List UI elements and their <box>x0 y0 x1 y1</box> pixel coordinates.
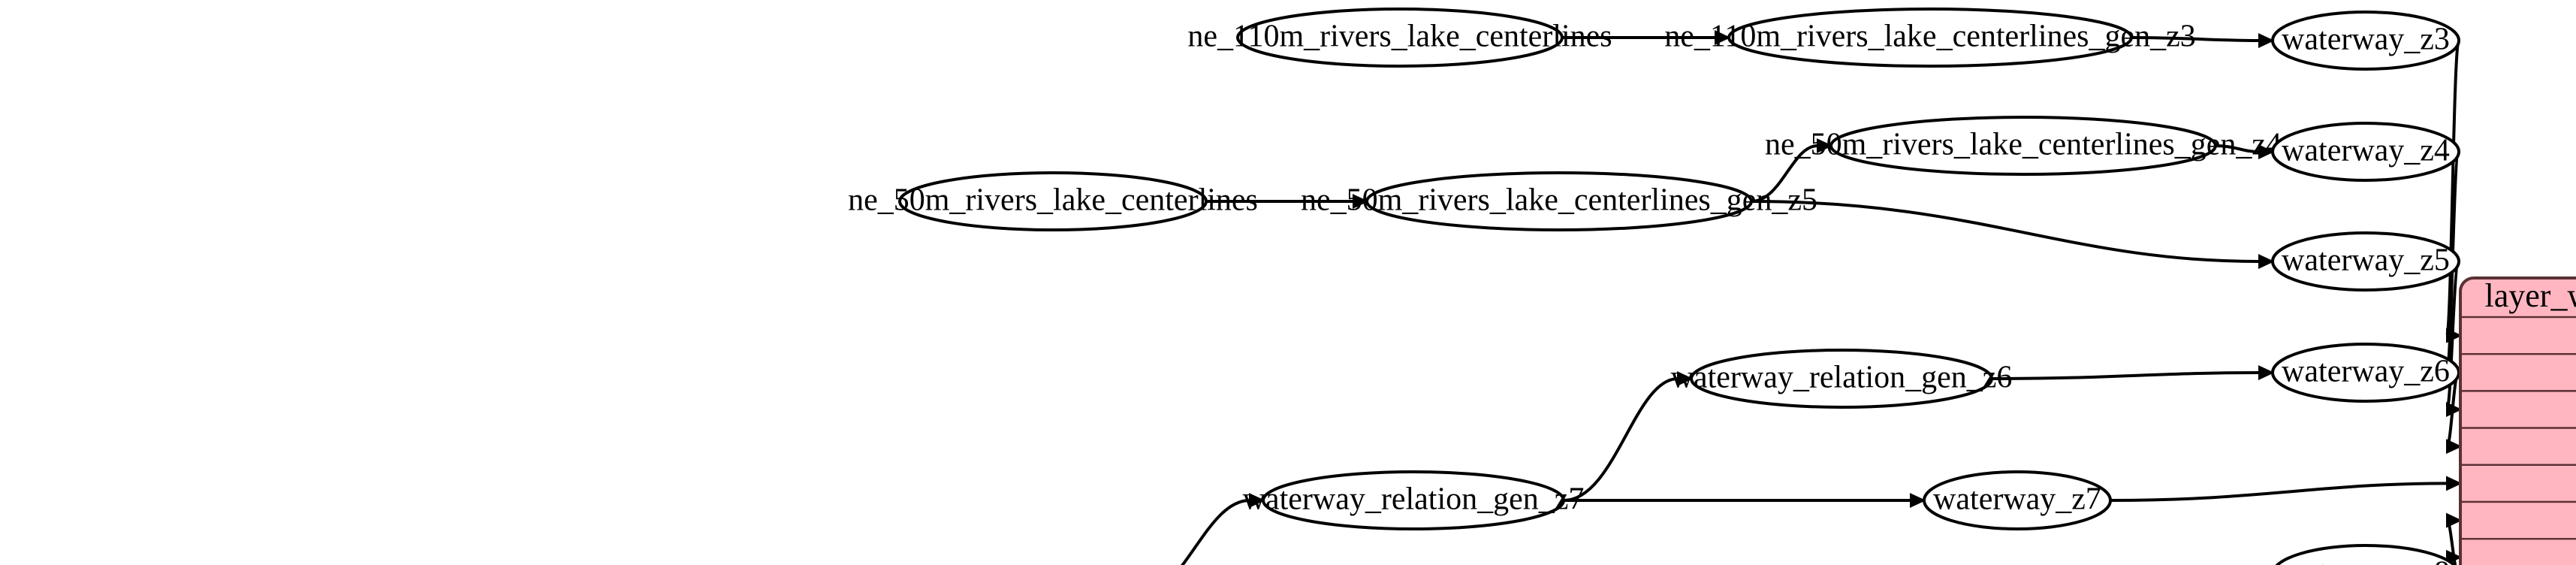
node-shape-waterway_relation_gen_z6 <box>1690 349 1993 409</box>
arrow-head-icon <box>1677 371 1694 386</box>
node-waterway_relation_gen_z6[interactable]: waterway_relation_gen_z6 <box>1671 349 2013 409</box>
nodes-layer: imposm3osm_waterway_relationosm_waterway… <box>848 8 2460 565</box>
edge-waterway_relation_gen_z8-to-waterway_relation_gen_z7 <box>1180 499 1250 565</box>
layer-waterway-outline <box>2459 276 2576 565</box>
layer-waterway-row-z8[interactable] <box>2460 500 2576 540</box>
layer-waterway-row-z3[interactable] <box>2460 316 2576 355</box>
arrow-head-icon <box>2258 33 2275 48</box>
node-waterway_z6[interactable]: waterway_z6 <box>2271 343 2460 403</box>
node-label-ne_110m_rivers_lake_centerlines: ne_110m_rivers_lake_centerlines <box>1187 20 1612 54</box>
node-label-waterway_relation_gen_z6: waterway_relation_gen_z6 <box>1671 361 2013 395</box>
node-ne_50m_rivers_lake_centerlines_gen_z4[interactable]: ne_50m_rivers_lake_centerlines_gen_z4 <box>1765 116 2282 176</box>
node-ne_110m_rivers_lake_centerlines[interactable]: ne_110m_rivers_lake_centerlines <box>1187 8 1612 68</box>
edge-waterway_relation_gen_z7-to-waterway_relation_gen_z6 <box>1563 377 1679 502</box>
layer-waterway-row-z5[interactable] <box>2460 390 2576 429</box>
node-shape-waterway_z8 <box>2275 544 2457 565</box>
node-shape-waterway_z7 <box>1923 470 2112 530</box>
arrow-head-icon <box>1910 493 1926 508</box>
node-shape-waterway_z3 <box>2271 11 2460 71</box>
node-ne_50m_rivers_lake_centerlines[interactable]: ne_50m_rivers_lake_centerlines <box>848 171 1258 231</box>
node-label-waterway_relation_gen_z7: waterway_relation_gen_z7 <box>1243 482 1585 517</box>
node-shape-ne_110m_rivers_lake_centerlines <box>1236 8 1564 68</box>
node-shape-ne_110m_rivers_lake_centerlines_gen_z3 <box>1727 8 2133 68</box>
layer-waterway-row-z9[interactable] <box>2460 538 2576 565</box>
node-waterway_relation_gen_z7[interactable]: waterway_relation_gen_z7 <box>1243 470 1585 530</box>
arrow-head-icon <box>1817 138 1833 153</box>
node-waterway_z7[interactable]: waterway_z7 <box>1923 470 2112 530</box>
edge-ne_110m_rivers_lake_centerlines_gen_z3-to-waterway_z3 <box>2131 36 2260 42</box>
node-waterway_z8[interactable]: waterway_z8 <box>2273 544 2459 565</box>
edge-ne_50m_rivers_lake_centerlines_gen_z5-to-ne_50m_rivers_lake_centerlines_gen_z4 <box>1751 144 1818 203</box>
node-label-ne_110m_rivers_lake_centerlines_gen_z3: ne_110m_rivers_lake_centerlines_gen_z3 <box>1664 20 2196 54</box>
layer-waterway-row-z6[interactable] <box>2460 427 2576 466</box>
node-shape-ne_50m_rivers_lake_centerlines_gen_z5 <box>1365 171 1753 231</box>
node-label-waterway_z4: waterway_z4 <box>2282 134 2450 168</box>
node-waterway_z3[interactable]: waterway_z3 <box>2271 11 2460 71</box>
edge-ne_50m_rivers_lake_centerlines_gen_z5-to-waterway_z5 <box>1751 200 2260 263</box>
node-label-ne_50m_rivers_lake_centerlines_gen_z4: ne_50m_rivers_lake_centerlines_gen_z4 <box>1765 128 2282 162</box>
arrow-head-icon <box>2446 439 2463 455</box>
node-shape-waterway_relation_gen_z7 <box>1262 470 1565 530</box>
arrow-head-icon <box>2258 254 2275 269</box>
node-label-waterway_z8: waterway_z8 <box>2282 556 2450 565</box>
edge-waterway_relation_gen_z6-to-waterway_z6 <box>1991 371 2260 380</box>
node-ne_50m_rivers_lake_centerlines_gen_z5[interactable]: ne_50m_rivers_lake_centerlines_gen_z5 <box>1301 171 1817 231</box>
node-label-waterway_z6: waterway_z6 <box>2282 355 2450 389</box>
layer-waterway-title-cell <box>2460 278 2576 317</box>
node-label-ne_50m_rivers_lake_centerlines_gen_z5: ne_50m_rivers_lake_centerlines_gen_z5 <box>1301 183 1817 218</box>
node-shape-ne_50m_rivers_lake_centerlines <box>898 171 1208 231</box>
edge-waterway_z3-to-layer_waterway.z3 <box>2445 39 2460 337</box>
arrow-head-icon <box>2258 365 2275 380</box>
node-waterway_z4[interactable]: waterway_z4 <box>2271 122 2460 182</box>
arrow-head-icon <box>1353 194 1369 209</box>
layer-waterway-row-z4[interactable] <box>2460 353 2576 392</box>
node-shape-waterway_z5 <box>2271 231 2460 292</box>
node-shape-waterway_z4 <box>2271 122 2460 182</box>
edge-waterway_z7-to-layer_waterway.z7 <box>2110 482 2448 502</box>
node-waterway_z5[interactable]: waterway_z5 <box>2271 231 2460 292</box>
edge-ne_50m_rivers_lake_centerlines_gen_z4-to-waterway_z4 <box>2215 144 2260 153</box>
node-label-ne_50m_rivers_lake_centerlines: ne_50m_rivers_lake_centerlines <box>848 183 1258 218</box>
layer-waterway-title: layer_waterway <box>2485 277 2576 314</box>
arrow-head-icon <box>1249 493 1265 508</box>
arrow-head-icon <box>2446 512 2463 528</box>
node-label-waterway_z5: waterway_z5 <box>2282 243 2450 278</box>
node-shape-ne_50m_rivers_lake_centerlines_gen_z4 <box>1829 116 2217 176</box>
node-label-waterway_z3: waterway_z3 <box>2282 23 2450 57</box>
arrow-head-icon <box>2258 144 2275 159</box>
arrow-head-icon <box>2446 476 2463 491</box>
arrow-head-icon <box>1715 30 1731 45</box>
node-label-waterway_z7: waterway_z7 <box>1933 482 2101 517</box>
layer-waterway-row-z7[interactable] <box>2460 464 2576 503</box>
layer-waterway-table: layer_waterwayz3z4z5z6z7z8z9z10z11z12z13… <box>2459 276 2576 565</box>
node-ne_110m_rivers_lake_centerlines_gen_z3[interactable]: ne_110m_rivers_lake_centerlines_gen_z3 <box>1664 8 2196 68</box>
layer-waterway-rows: layer_waterwayz3z4z5z6z7z8z9z10z11z12z13… <box>2460 277 2576 565</box>
